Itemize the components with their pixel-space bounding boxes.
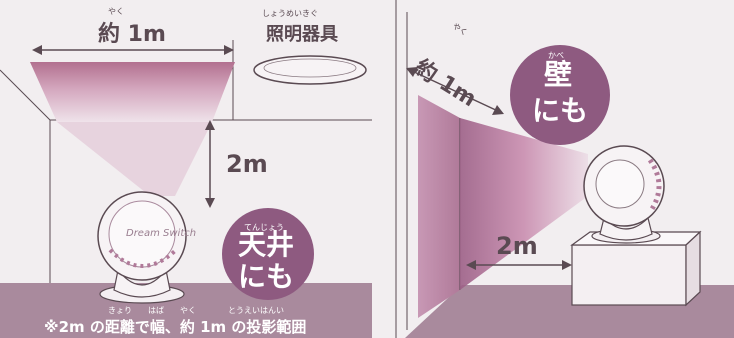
distance-label-right: 2m bbox=[496, 232, 538, 260]
light-beam-side bbox=[460, 118, 588, 290]
width-label-ruby-left: やく bbox=[108, 7, 124, 16]
floor-left bbox=[0, 283, 372, 338]
arrowhead bbox=[562, 260, 572, 270]
wall-projection bbox=[418, 95, 460, 318]
footnote-ruby: きょり はば やく とうえいはんい bbox=[108, 306, 284, 315]
ceiling-light-icon bbox=[253, 55, 367, 85]
wall-badge bbox=[510, 45, 610, 145]
light-beam-up bbox=[57, 122, 212, 196]
projector-device-left bbox=[97, 191, 187, 304]
badge-ruby-left: てんじょう bbox=[244, 223, 284, 232]
badge-line2-left: にも bbox=[238, 260, 295, 293]
width-arrow-diagonal bbox=[409, 69, 501, 113]
ceiling-light-rim bbox=[263, 58, 357, 78]
footnote: ※2m の距離で幅、約 1m の投影範囲 bbox=[44, 318, 307, 336]
arrowhead bbox=[224, 45, 234, 55]
arrowhead bbox=[406, 67, 418, 77]
arrowhead bbox=[32, 45, 42, 55]
device-logo: Dream Switch bbox=[126, 228, 197, 239]
arrowhead bbox=[492, 105, 504, 115]
light-label-ruby: しょうめいきぐ bbox=[262, 9, 318, 18]
ceiling-projection bbox=[30, 62, 235, 122]
badge-line1-left: 天井 bbox=[238, 228, 295, 261]
light-label: 照明器具 bbox=[266, 24, 338, 45]
arrowhead bbox=[466, 260, 476, 270]
table bbox=[570, 230, 702, 307]
arrowhead bbox=[205, 198, 215, 208]
projector-device-right bbox=[583, 145, 665, 244]
badge-line2-right: にも bbox=[532, 94, 589, 127]
ceiling-badge bbox=[222, 208, 314, 300]
arrowhead bbox=[205, 120, 215, 130]
room-line bbox=[0, 69, 51, 121]
badge-ruby-right: かべ bbox=[548, 51, 564, 60]
distance-label-left: 2m bbox=[226, 150, 268, 178]
badge-line1-right: 壁 bbox=[544, 58, 573, 91]
width-label-left: 約 1m bbox=[98, 22, 166, 47]
